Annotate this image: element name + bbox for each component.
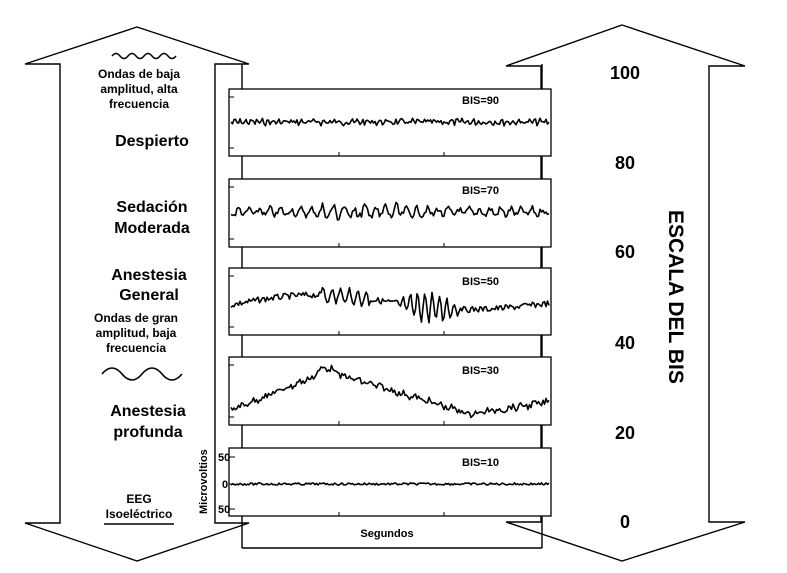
state-moderate-sedation-line-1: Sedación	[116, 199, 187, 216]
high-amplitude-caption-line-1: Ondas de gran	[94, 311, 178, 325]
state-moderate-sedation-line-2: Moderada	[114, 220, 190, 237]
y-axis-label: Microvoltios	[198, 449, 210, 514]
right-arrow-outline	[505, 24, 746, 562]
bis-scale-tick-60: 60	[615, 242, 635, 262]
bis-label-90: BIS=90	[462, 95, 499, 107]
state-isoelectric-line-1: EEG	[126, 492, 151, 506]
state-deep-anesthesia-line-2: profunda	[113, 424, 182, 441]
state-general-anesthesia-line-2: General	[119, 287, 179, 304]
eeg-trace-bis-90	[230, 117, 550, 127]
bis-scale-tick-0: 0	[620, 512, 630, 532]
low-amplitude-caption-line-2: amplitud, alta	[100, 82, 178, 96]
bis-label-50: BIS=50	[462, 276, 499, 288]
bis-label-70: BIS=70	[462, 185, 499, 197]
eeg-panel-bis-10	[228, 447, 552, 517]
right-double-arrow	[505, 24, 746, 562]
left-arrow-outline	[24, 26, 250, 562]
y-axis-tick-50-bottom: 50	[218, 504, 230, 516]
high-amplitude-wave-icon	[101, 367, 183, 381]
low-amplitude-caption-line-3: frecuencia	[109, 97, 169, 111]
high-amplitude-caption-line-3: frecuencia	[106, 341, 166, 355]
low-amplitude-caption-line-1: Ondas de baja	[98, 67, 180, 81]
bis-label-10: BIS=10	[462, 457, 499, 469]
eeg-trace-bis-70	[230, 201, 550, 221]
left-double-arrow	[24, 26, 250, 562]
bis-scale-title: ESCALA DEL BIS	[664, 210, 687, 384]
high-amplitude-caption-line-2: amplitud, baja	[96, 326, 177, 340]
bis-scale-tick-20: 20	[615, 423, 635, 443]
eeg-trace-bis-30	[230, 364, 550, 419]
eeg-trace-bis-50	[230, 286, 550, 324]
state-awake: Despierto	[115, 133, 189, 150]
low-amplitude-wave-icon	[111, 52, 177, 60]
state-isoelectric-line-2: Isoeléctrico	[106, 507, 173, 521]
x-axis-label: Segundos	[360, 528, 413, 540]
bis-scale-tick-100: 100	[610, 63, 640, 83]
state-general-anesthesia-line-1: Anestesia	[111, 267, 187, 284]
bis-label-30: BIS=30	[462, 365, 499, 377]
bis-scale-tick-80: 80	[615, 153, 635, 173]
panel-tick-marks	[229, 96, 445, 516]
bis-scale-tick-40: 40	[615, 333, 635, 353]
y-axis-tick-0: 0	[222, 479, 228, 491]
eeg-trace-bis-10	[230, 482, 550, 486]
state-deep-anesthesia-line-1: Anestesia	[110, 403, 186, 420]
y-axis-tick-50-top: 50	[218, 452, 230, 464]
